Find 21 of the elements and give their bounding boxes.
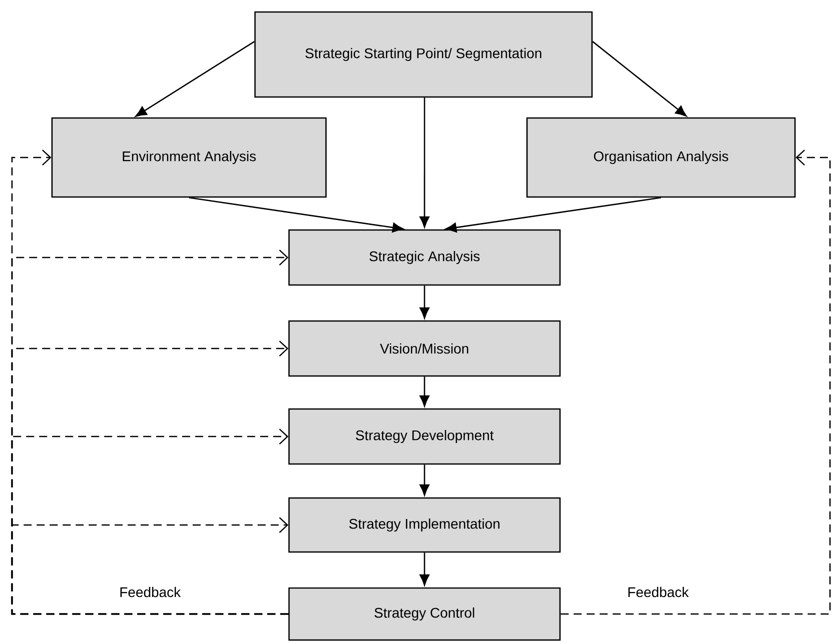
process-box: Strategic Starting Point/ Segmentation <box>254 11 593 98</box>
arrow <box>420 376 430 407</box>
arrow <box>592 41 687 117</box>
arrow <box>420 552 430 586</box>
arrow <box>445 197 662 232</box>
arrow <box>188 197 404 232</box>
arrow <box>420 464 430 496</box>
process-box: Strategy Development <box>288 408 561 465</box>
arrow <box>11 517 288 615</box>
arrow <box>420 286 430 319</box>
edge-label: Feedback <box>626 586 690 598</box>
process-box: Environment Analysis <box>51 117 327 198</box>
process-box: Vision/Mission <box>288 320 561 377</box>
process-box: Strategy Control <box>288 587 561 641</box>
process-box: Strategy Implementation <box>288 497 561 553</box>
arrow <box>135 41 255 117</box>
edge-label: Feedback <box>118 586 182 598</box>
process-box: Organisation Analysis <box>526 117 796 198</box>
arrow <box>420 98 430 228</box>
process-box: Strategic Analysis <box>288 229 561 286</box>
arrow <box>560 150 831 615</box>
